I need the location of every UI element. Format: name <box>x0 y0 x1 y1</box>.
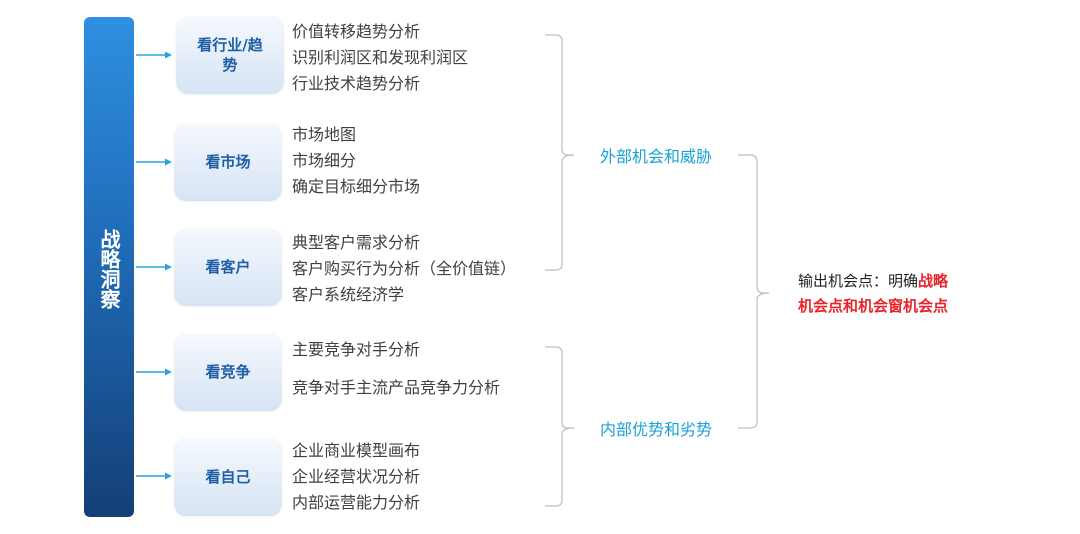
list-item: 客户系统经济学 <box>292 285 405 304</box>
list-item: 市场地图 <box>292 125 357 144</box>
card-competition: 看竞争 <box>174 333 282 411</box>
arrow-right-icon <box>136 51 172 59</box>
list-item: 客户购买行为分析（全价值链） <box>292 259 517 278</box>
card-label: 看客户 <box>205 258 251 276</box>
strategy-insight-bar <box>84 17 134 517</box>
output-highlight: 战略 <box>918 272 949 290</box>
card-label: 看竞争 <box>205 363 251 381</box>
list-item: 典型客户需求分析 <box>292 233 421 252</box>
list-item: 企业商业模型画布 <box>292 441 421 460</box>
list-item: 主要竞争对手分析 <box>292 340 421 359</box>
card-label: 看自己 <box>205 468 251 486</box>
arrow-right-icon <box>136 158 172 166</box>
output-conclusion: 输出机会点：明确战略 机会点和机会窗机会点 <box>798 269 948 319</box>
sidebar-title: 战略洞察 <box>97 229 121 309</box>
card-customer: 看客户 <box>174 228 282 306</box>
card-label: 看市场 <box>205 153 251 171</box>
output-prefix: 输出机会点：明确 <box>798 272 919 290</box>
list-item: 识别利润区和发现利润区 <box>292 48 469 67</box>
output-highlight: 机会点和机会窗机会点 <box>798 297 949 315</box>
arrow-right-icon <box>136 472 172 480</box>
list-item: 行业技术趋势分析 <box>292 74 421 93</box>
list-item: 确定目标细分市场 <box>292 177 421 196</box>
summary-internal: 内部优势和劣势 <box>600 420 713 439</box>
arrow-right-icon <box>136 263 172 271</box>
arrow-right-icon <box>136 368 172 376</box>
list-item: 竞争对手主流产品竞争力分析 <box>292 378 501 397</box>
card-industry-trend: 看行业/趋势 <box>176 16 284 94</box>
list-item: 价值转移趋势分析 <box>292 22 421 41</box>
summary-external: 外部机会和威胁 <box>600 147 713 166</box>
card-label: 看行业/趋势 <box>197 36 263 74</box>
list-item: 内部运营能力分析 <box>292 493 421 512</box>
list-item: 市场细分 <box>292 151 357 170</box>
list-item: 企业经营状况分析 <box>292 467 421 486</box>
card-market: 看市场 <box>174 123 282 201</box>
card-self: 看自己 <box>174 438 282 516</box>
